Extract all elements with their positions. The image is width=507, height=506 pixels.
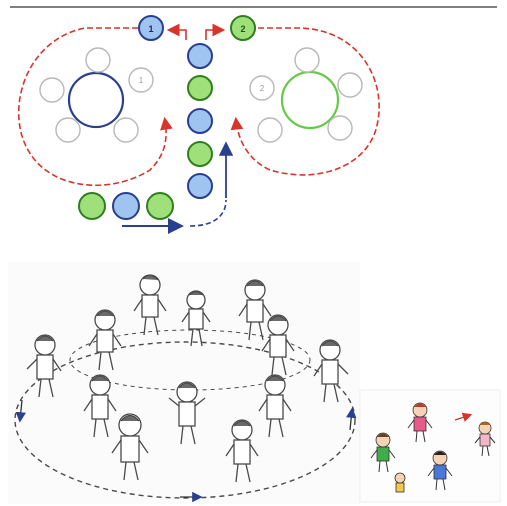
queue-path [190,200,226,226]
queue-player-green [188,142,212,166]
left-seat [40,78,64,102]
right-seat [338,73,362,97]
left-station: 1 [40,48,153,142]
left-seat-number: 1 [139,76,144,85]
right-seat [258,118,282,142]
queue-player-blue [188,174,212,198]
left-seat [114,118,138,142]
right-seat [328,116,352,140]
right-seat-number: 2 [260,84,265,93]
waiting-player-green [79,193,105,219]
right-center-circle [282,72,338,128]
arrow-left-icon [170,30,186,40]
children-playing-picture [360,390,500,502]
waiting-player-blue [113,193,139,219]
waiting-player-green [147,193,173,219]
children-circle-sketch [8,262,360,504]
center-queue [188,44,212,198]
waiting-row [79,193,173,219]
team-marker-green-label: 2 [240,24,245,34]
queue-player-blue [188,44,212,68]
queue-player-green [188,76,212,100]
team-marker-blue-label: 1 [148,24,153,34]
formation-diagram: 1 2 1 2 [19,16,379,226]
left-seat [56,118,80,142]
left-center-circle [69,73,123,127]
arrow-right-icon [206,30,222,40]
right-station: 2 [250,48,362,142]
queue-player-blue [188,109,212,133]
left-seat [86,48,110,72]
right-seat [295,48,319,72]
